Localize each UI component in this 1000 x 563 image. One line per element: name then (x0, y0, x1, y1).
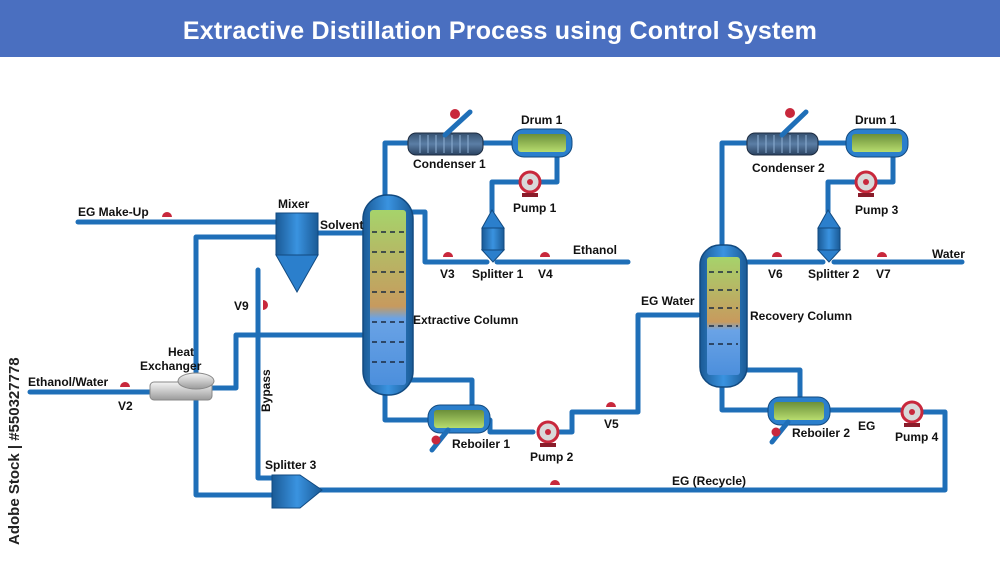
label-extractive-column: Extractive Column (413, 313, 518, 327)
label-splitter-3: Splitter 3 (265, 458, 317, 472)
label-v7: V7 (876, 267, 891, 281)
labels: EG Make-Up Mixer Solvent Condenser 1 Dru… (28, 113, 965, 488)
heat-exchanger (149, 372, 215, 401)
pipe-pump3-to-splitter2 (825, 179, 857, 215)
label-exchanger: Exchanger (140, 359, 202, 373)
label-v2: V2 (118, 399, 133, 413)
label-condenser-2: Condenser 2 (752, 161, 825, 175)
pipe-hx-to-mixer (193, 234, 279, 391)
label-reboiler-1: Reboiler 1 (452, 437, 510, 451)
pump-4 (900, 400, 924, 427)
label-condenser-1: Condenser 1 (413, 157, 486, 171)
label-drum-1-left: Drum 1 (521, 113, 563, 127)
pipe-pump2-to-col2 (557, 312, 701, 435)
valve-eg-makeup (162, 212, 172, 217)
condenser-2 (746, 108, 819, 156)
valve-v2 (120, 382, 130, 387)
reboiler-2 (767, 396, 831, 445)
stock-credit: Adobe Stock | #550327778 (2, 330, 28, 550)
valve-v7 (877, 252, 887, 257)
pipe-reboiler1-to-pump2 (487, 417, 536, 435)
label-eg-water: EG Water (641, 294, 695, 308)
splitter-2 (816, 209, 842, 263)
pipe-col2-to-condenser2 (719, 140, 750, 251)
pipe-drum2-to-pump3 (873, 147, 896, 185)
label-pump-2: Pump 2 (530, 450, 574, 464)
label-solvent: Solvent (320, 218, 363, 232)
label-v9: V9 (234, 299, 249, 313)
label-pump-4: Pump 4 (895, 430, 939, 444)
label-ethanol: Ethanol (573, 243, 617, 257)
pipe-col1-to-condenser1 (382, 140, 411, 203)
label-splitter-1: Splitter 1 (472, 267, 524, 281)
splitter-3 (271, 474, 323, 509)
pipe-network (27, 140, 965, 498)
reboiler-1 (427, 404, 491, 453)
condenser-1 (407, 109, 484, 156)
label-water: Water (932, 247, 965, 261)
extractive-column (362, 194, 414, 396)
label-reboiler-2: Reboiler 2 (792, 426, 850, 440)
label-eg-makeup: EG Make-Up (78, 205, 149, 219)
drum-1-right (845, 128, 909, 158)
label-recovery-column: Recovery Column (750, 309, 852, 323)
label-mixer: Mixer (278, 197, 310, 211)
title-bar: Extractive Distillation Process using Co… (0, 0, 1000, 57)
label-splitter-2: Splitter 2 (808, 267, 860, 281)
pipe-col1-return (407, 377, 475, 408)
label-bypass: Bypass (259, 369, 273, 412)
page-title: Extractive Distillation Process using Co… (182, 17, 818, 45)
pipe-hx-to-column (209, 332, 368, 391)
pipe-col1-reflux (407, 209, 490, 265)
label-pump-3: Pump 3 (855, 203, 899, 217)
valve-v3 (443, 252, 453, 257)
pipe-col2-return (742, 367, 803, 401)
pump-2 (536, 420, 560, 447)
mixer-vessel (275, 212, 319, 294)
label-v4: V4 (538, 267, 553, 281)
label-v3: V3 (440, 267, 455, 281)
pipe-hx-to-splitter3 (193, 389, 275, 498)
label-drum-1-right: Drum 1 (855, 113, 897, 127)
valves (120, 212, 887, 485)
drum-1-left (511, 128, 573, 158)
label-eg-recycle: EG (Recycle) (672, 474, 746, 488)
pipe-drum1-to-pump1 (537, 147, 560, 185)
pipe-eg-recycle (317, 409, 948, 493)
pipe-pump1-to-splitter1 (489, 179, 521, 215)
pump-1 (518, 170, 542, 197)
label-pump-1: Pump 1 (513, 201, 557, 215)
label-ethanol-water: Ethanol/Water (28, 375, 109, 389)
label-v5: V5 (604, 417, 619, 431)
recovery-column (699, 244, 748, 388)
stock-credit-text: Adobe Stock | #550327778 (6, 357, 23, 545)
valve-v5 (606, 402, 616, 407)
valve-v9 (263, 300, 268, 310)
splitter-1 (480, 209, 506, 263)
pipe-col2-to-reboiler2 (719, 382, 771, 413)
label-heat: Heat (168, 345, 194, 359)
label-v6: V6 (768, 267, 783, 281)
pump-3 (854, 170, 878, 197)
label-eg: EG (858, 419, 875, 433)
valve-v6 (772, 252, 782, 257)
valve-v4 (540, 252, 550, 257)
valve-recycle (550, 480, 560, 485)
pipe-col1-to-reboiler1 (382, 392, 433, 423)
